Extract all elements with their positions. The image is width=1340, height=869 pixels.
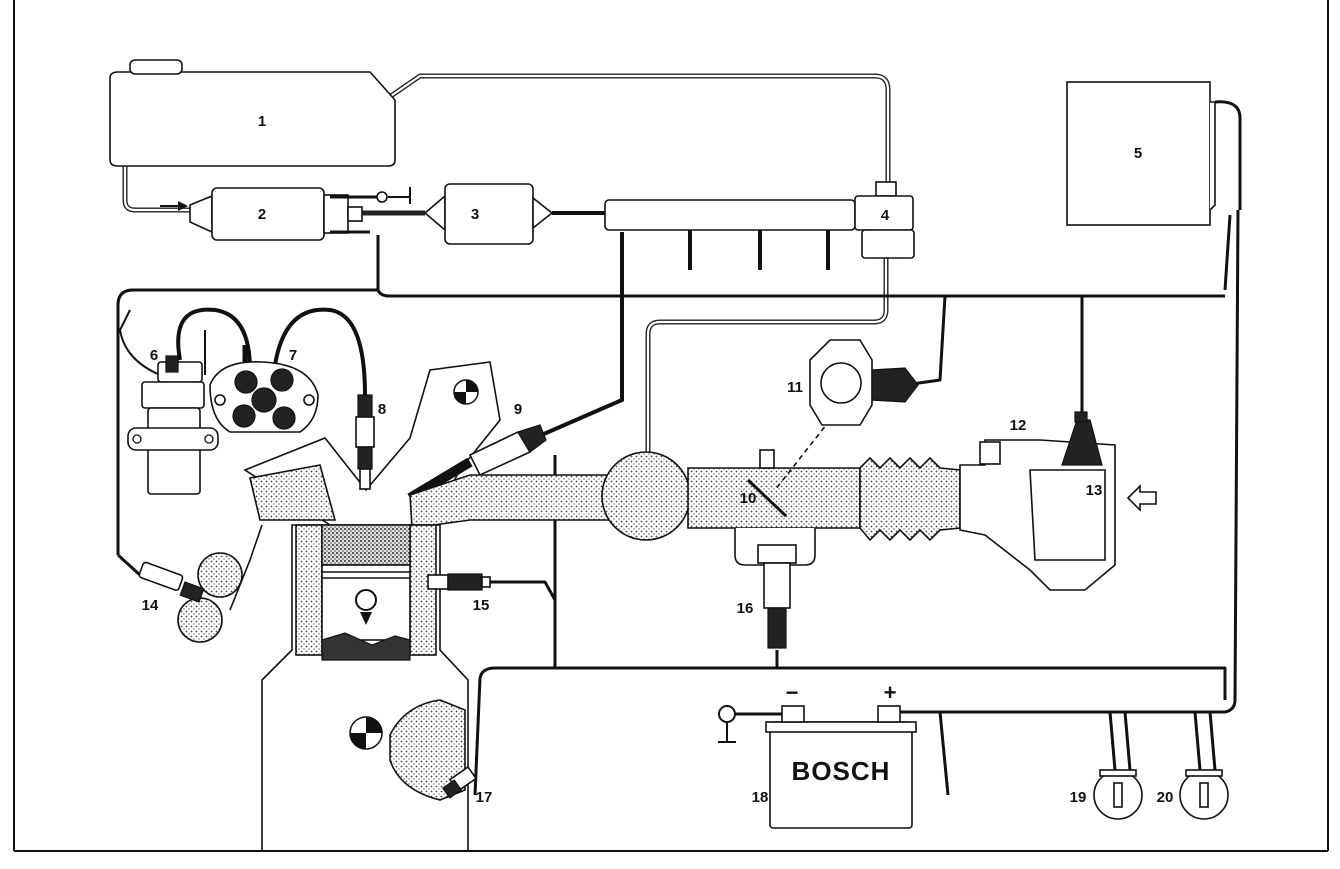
label-20: 20 [1157,789,1174,806]
label-10: 10 [740,490,757,507]
label-6: 6 [150,347,158,364]
label-7: 7 [289,347,297,364]
fuel-filter [423,183,554,245]
pressure-regulator [854,181,915,259]
ignition-coil [127,355,219,495]
intake-bellows [859,456,961,542]
ground-symbol-icon [388,187,411,204]
label-19: 19 [1070,789,1087,806]
label-16: 16 [737,600,754,617]
fuel-pump [189,187,388,241]
label-11: 11 [787,379,803,396]
spark-plug [355,394,375,490]
linkage-line [774,419,831,491]
reference-sensor [441,765,478,799]
control-unit [1066,81,1216,226]
auxiliary-air-valve [757,544,797,649]
battery-plus-sign: + [884,680,897,705]
flow-arrow-icon [160,201,188,211]
relay [1179,769,1229,820]
coolant-temp-sensor [427,573,491,591]
label-13: 13 [1086,482,1103,499]
engine-block [261,524,469,850]
page-frame [13,0,1329,852]
label-4: 4 [881,207,890,224]
label-14: 14 [142,597,159,614]
battery [718,705,945,829]
wiring-harness [116,100,1242,796]
fuel-rail [604,199,856,270]
label-18: 18 [752,789,769,806]
label-2: 2 [258,206,266,223]
air-flow-meter [959,411,1116,591]
battery-minus-sign: − [786,680,799,705]
fuel-lines [122,73,891,455]
distributor [209,361,319,433]
label-12: 12 [1010,417,1027,434]
label-3: 3 [471,206,479,223]
label-1: 1 [258,113,266,130]
label-17: 17 [476,789,493,806]
fuel-tank [109,59,396,167]
label-8: 8 [378,401,386,418]
label-5: 5 [1134,145,1142,162]
battery-brand-logo: BOSCH [792,756,891,786]
label-15: 15 [473,597,490,614]
throttle-switch [809,339,919,426]
exhaust-manifold [138,524,263,643]
air-inlet-arrow-icon [1126,484,1157,512]
label-9: 9 [514,401,522,418]
ignition-switch [1093,769,1143,820]
